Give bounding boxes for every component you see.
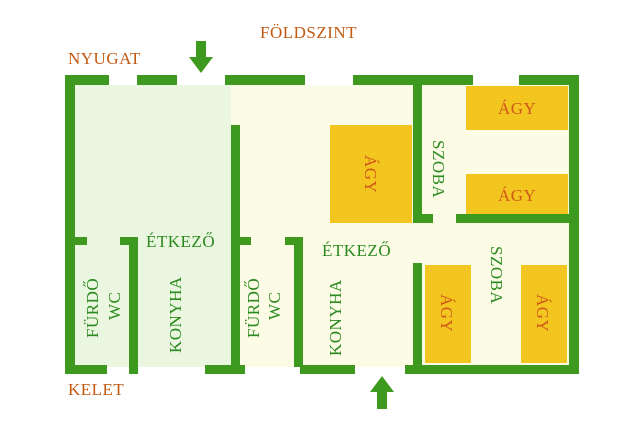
bed-label-top-right-1: ÁGY [498,99,536,118]
room-label-mid-kitchen: KONYHA [326,279,345,356]
room-label-top-room: SZOBA [429,140,448,198]
walls [65,75,579,374]
room-label-bottom-room: SZOBA [487,246,506,304]
compass-east: KELET [68,380,124,399]
room-label-mid-dining: ÉTKEZŐ [322,241,391,260]
compass-west: NYUGAT [68,49,141,68]
room-label-left-kitchen: KONYHA [166,276,185,353]
room-label-mid-bath-2: WC [265,292,284,320]
bed-label-top-right-2: ÁGY [498,186,536,205]
room-label-left-dining: ÉTKEZŐ [146,232,215,251]
room-label-left-bath-2: WC [105,292,124,320]
entrance-arrow-top [189,41,213,73]
bed-label-bottom-left: ÁGY [437,294,456,332]
entrance-arrow-bottom [370,376,394,409]
floor-title: FÖLDSZINT [260,23,357,42]
bed-top-right-1 [466,86,568,130]
room-label-left-bath-1: FÜRDŐ [83,278,102,338]
bed-label-bottom-right: ÁGY [533,294,552,332]
bed-top-right-2 [466,174,568,216]
room-label-mid-bath-1: FÜRDŐ [244,278,263,338]
bed-label-center: ÁGY [361,155,380,193]
bed-bottom-right [521,265,567,363]
bed-center [330,125,412,223]
left-unit-fill [67,85,231,367]
bed-bottom-left [425,265,471,363]
